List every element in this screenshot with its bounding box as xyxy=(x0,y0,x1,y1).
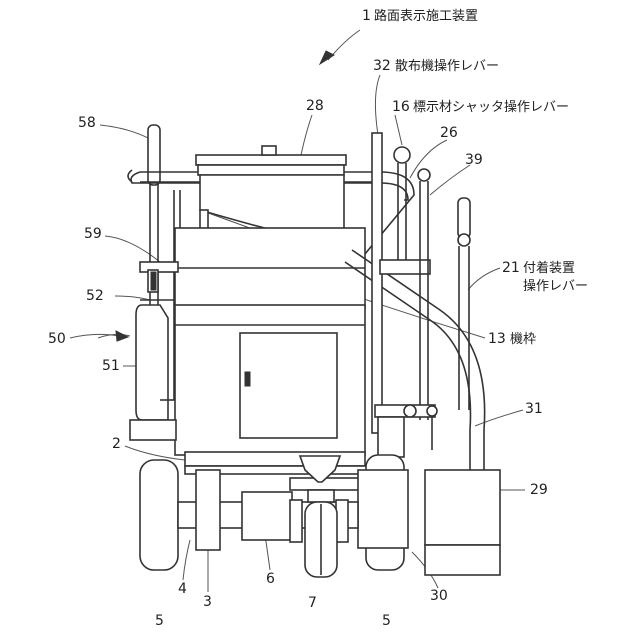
label-16-text: 標示材シャッタ操作レバー xyxy=(413,99,569,115)
label-31-num: 31 xyxy=(525,401,543,417)
linkage-bracket xyxy=(375,405,437,457)
label-50-num: 50 xyxy=(48,331,66,347)
leader-59 xyxy=(105,236,160,262)
leader-32 xyxy=(375,75,380,135)
label-5a-num: 5 xyxy=(155,613,164,629)
label-21-num: 21 xyxy=(502,260,520,276)
label-59-num: 59 xyxy=(84,226,102,242)
label-26-num: 26 xyxy=(440,125,458,141)
label-32-num: 32 xyxy=(373,58,391,74)
label-29-num: 29 xyxy=(530,482,548,498)
label-5b-num: 5 xyxy=(382,613,391,629)
lever-32 xyxy=(372,133,382,433)
label-30-num: 30 xyxy=(430,588,448,604)
label-1-text: 路面表示施工装置 xyxy=(374,8,478,24)
lever-21 xyxy=(458,198,470,410)
label-13-num: 13 xyxy=(488,331,506,347)
label-32-text: 散布機操作レバー xyxy=(395,58,499,74)
label-1-num: 1 xyxy=(362,8,371,24)
leader-16 xyxy=(395,115,402,145)
label-13-text: 機枠 xyxy=(510,332,536,347)
label-39-num: 39 xyxy=(465,152,483,168)
leader-31 xyxy=(475,410,523,426)
left-side-unit xyxy=(130,262,178,440)
label-21-text2: 操作レバー xyxy=(523,278,588,294)
label-3-num: 3 xyxy=(203,594,212,610)
lever-39 xyxy=(418,169,430,420)
leader-58 xyxy=(100,125,152,140)
label-52-num: 52 xyxy=(86,288,104,304)
spreader-chute xyxy=(345,250,485,470)
label-28-num: 28 xyxy=(306,98,324,114)
right-wheel xyxy=(358,455,408,570)
leader-28 xyxy=(300,115,312,160)
arrow-50 xyxy=(70,331,128,341)
left-wheel xyxy=(140,460,178,570)
leader-39 xyxy=(430,165,470,195)
lever-16 xyxy=(380,147,430,274)
label-2-num: 2 xyxy=(112,436,121,452)
leader-21 xyxy=(468,268,500,290)
label-21-text: 付着装置 xyxy=(523,260,575,276)
label-51-num: 51 xyxy=(102,358,120,374)
label-4-num: 4 xyxy=(178,581,187,597)
title-arrow xyxy=(320,51,334,64)
leader-4 xyxy=(183,540,190,580)
label-58-num: 58 xyxy=(78,115,96,131)
label-16-num: 16 xyxy=(392,99,410,115)
label-6-num: 6 xyxy=(266,571,275,587)
unit-29 xyxy=(425,470,500,575)
label-7-num: 7 xyxy=(308,595,317,611)
